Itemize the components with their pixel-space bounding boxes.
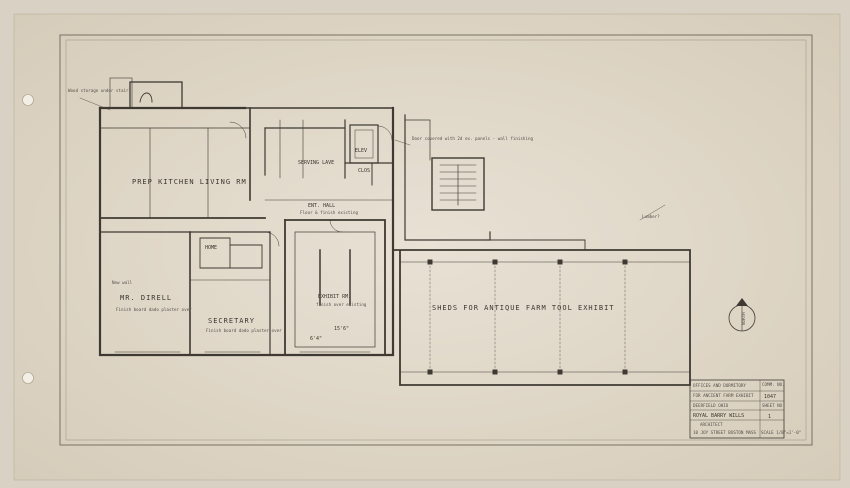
drawing-inner-border [65, 39, 807, 441]
room-note-secretary: Finish board dado plaster over [206, 328, 282, 333]
room-note-ent-hall: Floor & finish existing [300, 210, 358, 215]
note-chimney: Wood storage under stair [68, 88, 129, 93]
punch-hole [22, 372, 34, 384]
room-label-mr-dirk: MR. DIRELL [120, 294, 172, 302]
paper-sheet [13, 13, 841, 481]
dimension-label: 6'4" [310, 336, 322, 342]
room-note-mr-dirk: Finish board dado plaster over [116, 307, 192, 312]
punch-hole [22, 94, 34, 106]
room-label-clos: CLOS [358, 168, 370, 174]
note-new-wall: New wall [112, 280, 133, 285]
title-line-3: DEERFIELD OHIO [693, 403, 729, 408]
room-label-ent-hall: ENT. HALL [308, 203, 335, 209]
room-label-secretary: SECRETARY [208, 317, 255, 325]
note-lumber: Lumber? [642, 214, 660, 219]
sheet-number: 1 [768, 414, 771, 420]
title-block: OFFICES AND DORMITORY FOR ANCIENT FARM E… [689, 379, 801, 439]
firm-address: 10 JOY STREET BOSTON MASS [693, 430, 757, 435]
north-arrow: NORTH [728, 298, 756, 332]
scale-label: SCALE 1/8"=1'-0" [761, 430, 801, 435]
title-line-1: OFFICES AND DORMITORY [693, 383, 746, 388]
room-label-elev: ELEV [355, 148, 367, 154]
title-line-2: FOR ANCIENT FARM EXHIBIT [693, 393, 754, 398]
room-label-serving: SERVING LAVE [298, 160, 334, 166]
room-label-home: HOME [205, 245, 217, 251]
note-door: Door covered with 2d ex. panels - wall f… [412, 136, 533, 141]
dimension-label: 15'6" [334, 326, 349, 332]
drawing-border [59, 34, 813, 446]
firm-subtitle: ARCHITECT [700, 422, 723, 427]
room-label-kitchen: PREP KITCHEN LIVING RM [132, 178, 247, 186]
comm-number: 1047 [764, 394, 776, 400]
room-label-exhibit: EXHIBIT RM. [318, 294, 351, 300]
room-label-sheds: SHEDS FOR ANTIQUE FARM TOOL EXHIBIT [432, 304, 615, 312]
sheet-label: SHEET NO [762, 403, 783, 408]
comm-label: COMM. NO. [762, 382, 785, 387]
walls [79, 77, 691, 386]
firm-name: ROYAL BARRY WILLS [693, 413, 744, 419]
svg-text:NORTH: NORTH [741, 312, 746, 325]
room-note-exhibit: finish over existing [316, 302, 367, 307]
